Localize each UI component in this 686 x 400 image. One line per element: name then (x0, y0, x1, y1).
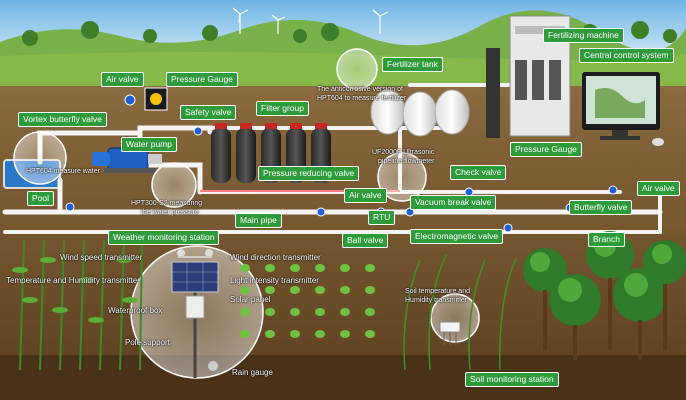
seedling-rows (240, 264, 375, 338)
label-air-valve-mid: Air valve (344, 188, 387, 203)
text-temp-humidity-transmitter: Temperature and Humidity transmitter (6, 276, 140, 285)
label-weather-monitoring-station: Weather monitoring station (108, 230, 220, 245)
label-safety-valve: Safety valve (180, 105, 237, 120)
label-electromagnetic-valve: Electromagnetic valve (410, 229, 504, 244)
text-soil-th-line2: Humidity transmitter (405, 297, 468, 304)
tree-line (22, 21, 677, 46)
label-rtu: RTU (368, 210, 396, 225)
text-wind-direction-transmitter: Wind direction transmitter (230, 253, 321, 262)
label-fertilizer-tank: Fertilizer tank (382, 57, 444, 72)
text-solar-panel: Solar panel (230, 295, 271, 304)
text-anticorrosive-line1: The anticorrosive version of (317, 86, 403, 93)
label-vacuum-break-valve: Vacuum break valve (410, 195, 497, 210)
text-hpt604-measure-water: HPT604 measure water (26, 168, 100, 175)
corn-crops (19, 239, 143, 371)
label-central-control-system: Central control system (579, 48, 674, 63)
label-pressure-reducing-valve: Pressure reducing valve (258, 166, 360, 181)
label-soil-monitoring-station: Soil monitoring station (465, 372, 559, 387)
label-branch: Branch (588, 232, 625, 247)
text-rain-gauge: Rain gauge (232, 368, 273, 377)
label-pressure-gauge-top: Pressure Gauge (166, 72, 238, 87)
text-uf2000-line2: pipeline flowmeter (378, 158, 435, 165)
label-water-pump: Water pump (121, 137, 177, 152)
fertilizer-tanks (370, 89, 470, 137)
label-butterfly-valve: Butterfly valve (569, 200, 633, 215)
text-wind-speed-transmitter: Wind speed transmitter (60, 253, 143, 262)
text-soil-th-line1: Soil temperature and (405, 288, 470, 295)
weather-station (171, 249, 219, 378)
text-anticorrosive-line2: HPT604 to measure fertilizer (317, 95, 407, 102)
text-light-intensity-transmitter: Light intensity transmitter (230, 276, 319, 285)
label-ball-valve: Ball valve (342, 233, 389, 248)
wind-turbines (232, 7, 389, 34)
fruit-trees (523, 231, 686, 360)
filter-tank-caps (215, 123, 327, 129)
text-hpt300-line2: the water pressure (141, 209, 199, 216)
grass-plants (403, 254, 517, 371)
label-filter-group: Filter group (256, 101, 309, 116)
label-fertilizing-machine: Fertilizing machine (543, 28, 624, 43)
label-air-valve-right: Air valve (637, 181, 680, 196)
label-air-valve-top: Air valve (101, 72, 144, 87)
label-check-valve: Check valve (450, 165, 507, 180)
text-uf2000-line1: UF2000F Ultrasonic (372, 149, 435, 156)
soil-sensor (439, 321, 461, 345)
text-waterproof-box: Waterproof box (108, 306, 163, 315)
label-pressure-gauge-right: Pressure Gauge (510, 142, 582, 157)
label-pool: Pool (27, 191, 55, 206)
water-pump (92, 147, 162, 173)
label-vortex-butterfly-valve: Vortex butterfly valve (18, 112, 107, 127)
fertilizing-machine (486, 15, 571, 138)
control-monitor (582, 72, 664, 146)
text-hpt300-line1: HPT300-S2 measuring (131, 200, 203, 207)
label-main-pipe: Main pipe (235, 213, 282, 228)
text-pole-support: Pole support (125, 338, 170, 347)
